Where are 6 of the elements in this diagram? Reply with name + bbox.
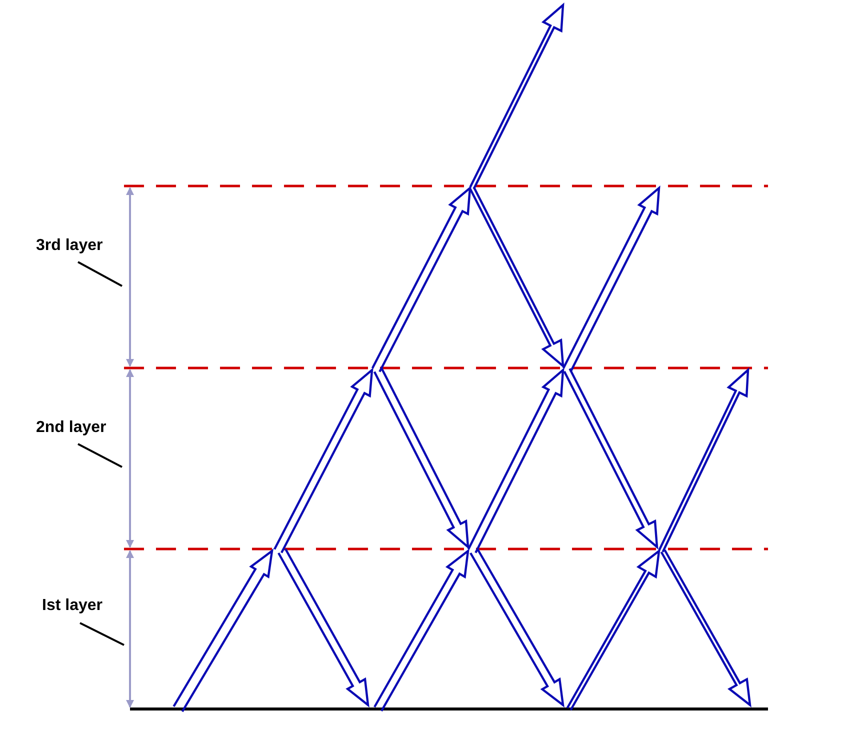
leader-line: [78, 261, 122, 287]
leader-line: [78, 443, 122, 468]
layer-label: 2nd layer: [36, 419, 106, 437]
layer-label: 3rd layer: [36, 237, 103, 255]
layer-label: Ist layer: [42, 597, 102, 615]
leader-line: [80, 622, 124, 646]
